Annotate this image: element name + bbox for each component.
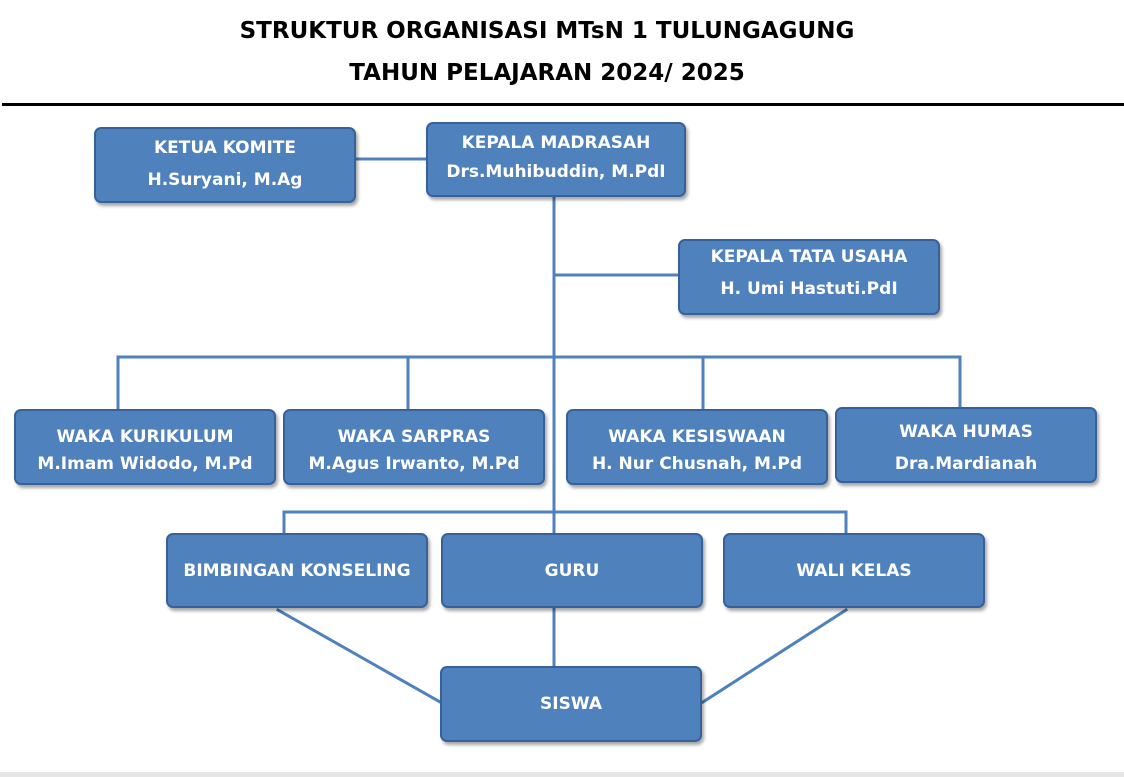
node-kepala-madrasah: KEPALA MADRASAH Drs.Muhibuddin, M.PdI	[426, 122, 686, 197]
node-guru: GURU	[441, 533, 703, 608]
node-person: Drs.Muhibuddin, M.PdI	[446, 162, 666, 182]
chart-title: STRUKTUR ORGANISASI MTsN 1 TULUNGAGUNG	[239, 18, 855, 44]
node-ketua-komite: KETUA KOMITE H.Suryani, M.Ag	[94, 127, 356, 203]
node-bimbingan-konseling: BIMBINGAN KONSELING	[166, 533, 428, 608]
header-divider	[2, 103, 1124, 106]
node-waka-kesiswaan: WAKA KESISWAAN H. Nur Chusnah, M.Pd	[566, 409, 828, 485]
connector-wali-siswa	[700, 607, 849, 705]
node-role: WAKA KURIKULUM	[56, 427, 234, 447]
node-role: KEPALA MADRASAH	[461, 133, 651, 153]
node-wali-kelas: WALI KELAS	[723, 533, 985, 608]
node-siswa: SISWA	[440, 666, 702, 742]
chart-header: STRUKTUR ORGANISASI MTsN 1 TULUNGAGUNG T…	[0, 0, 1124, 106]
node-person: H. Umi Hastuti.PdI	[720, 279, 898, 299]
connector-bk-siswa	[275, 607, 443, 705]
node-role: WALI KELAS	[796, 560, 912, 581]
node-role: WAKA KESISWAAN	[608, 427, 786, 447]
node-role: WAKA HUMAS	[899, 422, 1033, 442]
node-person: H.Suryani, M.Ag	[147, 170, 303, 190]
sheet-tab-strip	[0, 772, 1124, 777]
node-kepala-tata-usaha: KEPALA TATA USAHA H. Umi Hastuti.PdI	[678, 239, 940, 315]
node-role: SISWA	[540, 694, 602, 714]
node-role: WAKA SARPRAS	[337, 427, 491, 447]
node-person: H. Nur Chusnah, M.Pd	[591, 454, 803, 474]
node-person: M.Imam Widodo, M.Pd	[37, 454, 253, 474]
chart-subtitle: TAHUN PELAJARAN 2024/ 2025	[349, 60, 745, 86]
node-waka-sarpras: WAKA SARPRAS M.Agus Irwanto, M.Pd	[283, 409, 545, 485]
node-role: KEPALA TATA USAHA	[710, 247, 908, 267]
node-role: BIMBINGAN KONSELING	[183, 560, 411, 581]
node-role: GURU	[544, 560, 600, 581]
node-person: M.Agus Irwanto, M.Pd	[308, 454, 520, 474]
node-role: KETUA KOMITE	[153, 138, 297, 158]
node-waka-humas: WAKA HUMAS Dra.Mardianah	[835, 407, 1097, 483]
node-person: Dra.Mardianah	[894, 454, 1038, 474]
node-waka-kurikulum: WAKA KURIKULUM M.Imam Widodo, M.Pd	[14, 409, 276, 485]
